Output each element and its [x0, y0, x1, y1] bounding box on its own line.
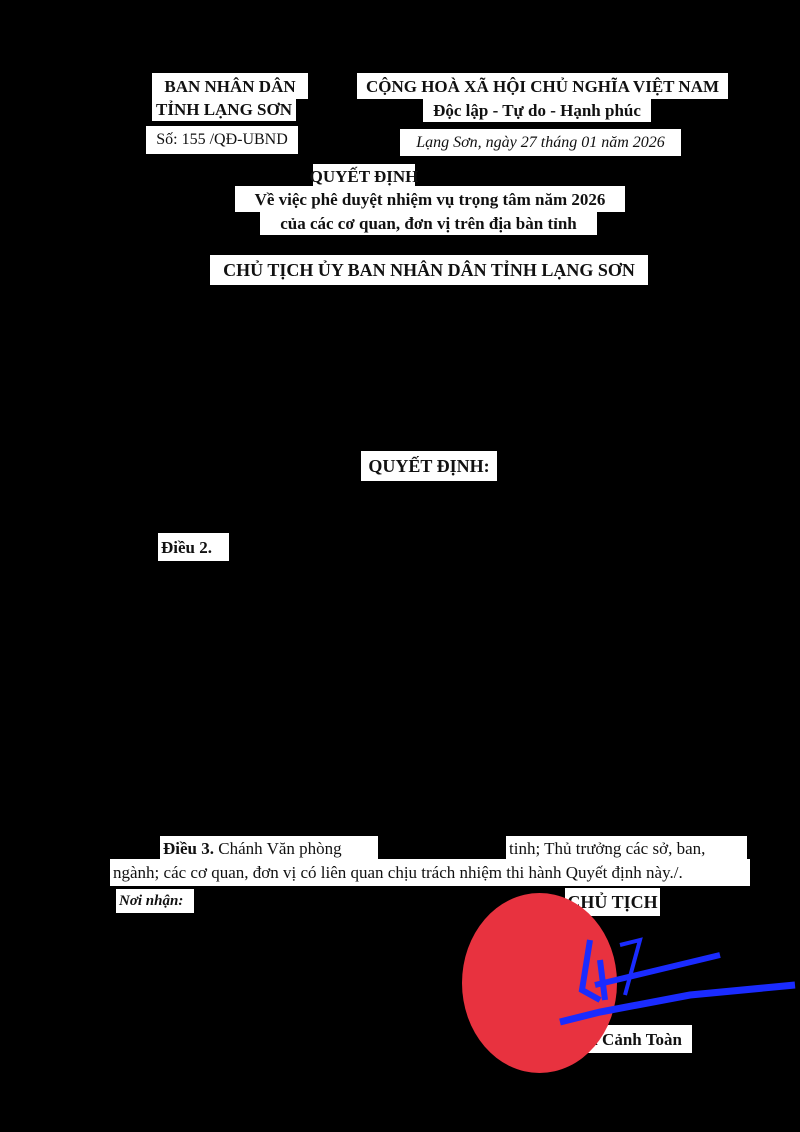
official-seal-icon [462, 893, 617, 1073]
subject-line2: của các cơ quan, đơn vị trên địa bàn tỉn… [260, 212, 597, 235]
article-2-label: Điều 2. [158, 533, 229, 561]
article-3-label: Điều 3. [163, 838, 214, 858]
article-3-line2: ngành; các cơ quan, đơn vị có liên quan … [110, 859, 750, 886]
national-title: CỘNG HOÀ XÃ HỘI CHỦ NGHĨA VIỆT NAM [357, 73, 728, 99]
national-motto: Độc lập - Tự do - Hạnh phúc [423, 98, 651, 122]
article-3-text-part2: tinh; Thủ trưởng các sở, ban, [506, 836, 747, 860]
document-number: Số: 155 /QĐ-UBND [146, 126, 298, 154]
subject-line1: Về việc phê duyệt nhiệm vụ trọng tâm năm… [235, 186, 625, 212]
decides-heading: QUYẾT ĐỊNH: [361, 451, 497, 481]
agency-name-line1: BAN NHÂN DÂN [152, 73, 308, 99]
recipients-label: Nơi nhận: [116, 889, 194, 913]
document-heading: QUYẾT ĐỊNH [310, 164, 418, 188]
article-3-text-part1: Chánh Văn phòng [218, 838, 342, 858]
agency-name-line2: TỈNH LẠNG SƠN [152, 98, 296, 121]
article-3-line1-start: Điều 3. Chánh Văn phòng [160, 836, 378, 860]
issuing-authority: CHỦ TỊCH ỦY BAN NHÂN DÂN TỈNH LẠNG SƠN [210, 255, 648, 285]
place-date: Lạng Sơn, ngày 27 tháng 01 năm 2026 [400, 129, 681, 156]
